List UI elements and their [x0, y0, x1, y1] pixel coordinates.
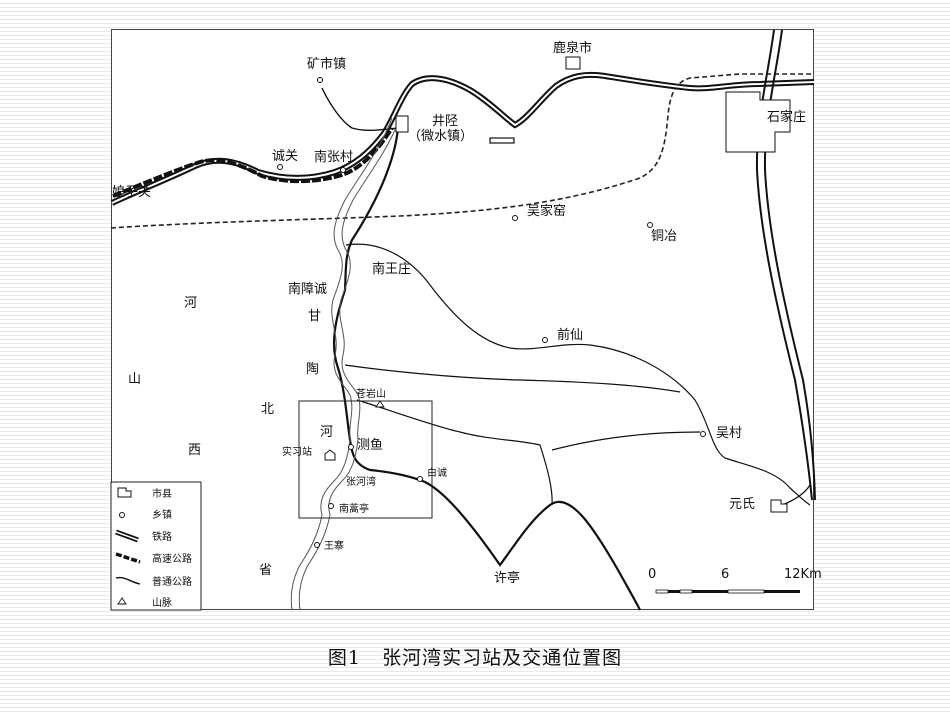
legend-road-icon — [115, 576, 141, 585]
scale-bar: 0 6 12Km — [648, 567, 822, 594]
nanhaoting-town-icon — [328, 503, 334, 509]
legend: 市县 乡镇 铁路 高速公路 普通公路 山脉 — [110, 481, 202, 611]
place-labels: 鹿泉市 矿市镇 井陉 （微水镇） 石家庄 诚关 南张村 娘子关 吴家窑 铜冶 南… — [112, 40, 806, 586]
legend-box — [110, 481, 202, 611]
figure-number: 图1 — [327, 647, 361, 669]
label-nanhaoting: 南蒿亭 — [339, 502, 369, 515]
label-wucun: 吴村 — [716, 426, 742, 441]
province-boundary — [110, 73, 814, 229]
kuangshi-town-icon — [317, 77, 323, 83]
jingxing-landmark-bar — [489, 137, 515, 144]
scale-tick-0: 0 — [648, 567, 656, 582]
label-wangzhai: 王寨 — [324, 539, 344, 552]
tongye-town-icon — [647, 222, 653, 228]
figure-caption: 图1 张河湾实习站及交通位置图 — [0, 643, 950, 670]
shijiazhuang-city-icon — [725, 91, 791, 153]
ceyu-town-icon — [348, 444, 354, 450]
legend-mountain-icon — [117, 597, 127, 605]
label-tongye: 铜冶 — [651, 229, 677, 244]
baicheng-town-icon — [417, 476, 423, 482]
legend-expressway-label: 高速公路 — [152, 552, 192, 565]
legend-road-label: 普通公路 — [152, 575, 192, 588]
wangzhai-town-icon — [314, 542, 320, 548]
wujiayao-town-icon — [512, 215, 518, 221]
wucun-town-icon — [700, 431, 706, 437]
label-luquan: 鹿泉市 — [553, 40, 592, 56]
label-chengguan: 诚关 — [272, 149, 298, 164]
legend-expressway-icon — [115, 552, 141, 564]
chengguan-town-icon — [277, 164, 283, 170]
label-wujiayao: 吴家窑 — [527, 203, 566, 219]
label-jingxing: 井陉 — [432, 114, 458, 129]
label-niangziguan: 娘子关 — [112, 185, 151, 200]
label-shanxi-3: 省 — [259, 563, 272, 578]
station-icon — [324, 449, 336, 461]
label-cangyanshan: 苍岩山 — [356, 387, 386, 400]
legend-mountain-label: 山脉 — [152, 596, 172, 609]
mountain-icon — [375, 400, 385, 408]
nanzhangcun-town-icon — [340, 167, 346, 173]
qianxian-town-icon — [542, 337, 548, 343]
label-gantao-3: 河 — [320, 425, 333, 440]
figure-title: 张河湾实习站及交通位置图 — [382, 647, 623, 669]
label-kuangshi: 矿市镇 — [307, 56, 346, 72]
city-symbols — [395, 56, 791, 513]
town-symbols — [277, 77, 706, 548]
yuanshi-city-icon — [770, 499, 788, 513]
expressway — [112, 126, 394, 198]
label-gantao-2: 陶 — [306, 361, 319, 377]
label-zhanghewan: 张河湾 — [346, 475, 376, 488]
label-nanwangzhuang: 南王庄 — [372, 261, 411, 277]
legend-city-label: 市县 — [152, 487, 172, 500]
legend-town-icon — [119, 512, 125, 518]
label-ceyu: 测鱼 — [357, 437, 383, 453]
label-shanxi-1: 山 — [128, 372, 141, 387]
region-labels: 山 西 省 河 北 甘 陶 河 — [128, 296, 333, 578]
label-shixizhan: 实习站 — [282, 445, 312, 458]
map-frame — [111, 29, 814, 610]
label-weishui: （微水镇） — [408, 129, 473, 144]
legend-city-icon — [117, 487, 132, 498]
scale-tick-1: 6 — [721, 567, 729, 582]
label-nanzhangcun: 南张村 — [314, 149, 353, 165]
label-gantao-1: 甘 — [308, 309, 321, 324]
legend-railway-label: 铁路 — [152, 530, 172, 543]
label-shanxi-2: 西 — [188, 443, 201, 458]
study-area-box — [298, 400, 433, 519]
river — [290, 117, 401, 611]
jingxing-city-icon — [395, 115, 409, 133]
ordinary-roads — [321, 87, 811, 611]
label-nanzhangcheng: 南障诚 — [288, 281, 327, 297]
label-yuanshi: 元氏 — [729, 497, 755, 512]
legend-town-label: 乡镇 — [152, 508, 172, 521]
label-baicheng: 白诚 — [427, 466, 447, 479]
label-hebei-1: 河 — [184, 296, 197, 311]
label-qianxian: 前仙 — [557, 327, 583, 343]
label-xuting: 许亭 — [494, 570, 520, 586]
luquan-city-icon — [565, 56, 581, 70]
label-hebei-2: 北 — [261, 402, 274, 417]
scale-tick-2: 12Km — [784, 567, 822, 582]
label-shijiazhuang: 石家庄 — [767, 109, 806, 125]
